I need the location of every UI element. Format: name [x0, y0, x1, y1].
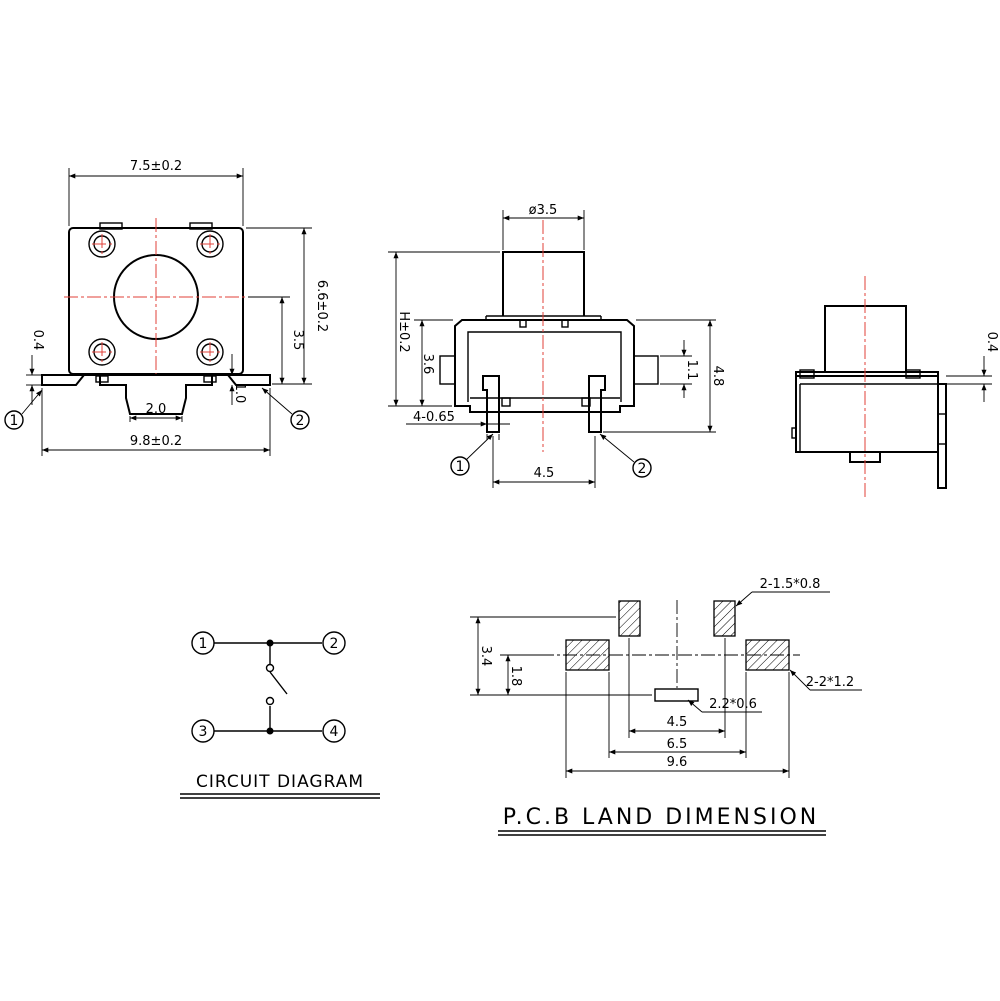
dim-pcb-outer-span: 9.6 — [667, 755, 688, 770]
top-view-base — [41, 374, 271, 415]
top-pin2-circle — [290, 410, 310, 430]
top-pin1-label: 1 — [10, 413, 19, 429]
dim-front-stem-height: 3.6 — [420, 354, 435, 375]
circuit-diagram-title: CIRCUIT DIAGRAM — [196, 772, 364, 792]
front-pin2-label: 2 — [638, 461, 647, 477]
circuit-pin4-circle — [322, 719, 346, 743]
front-view-lead-right — [588, 375, 606, 433]
front-pin1-circle — [450, 456, 470, 476]
dim-front-stem-diameter: ø3.5 — [529, 203, 558, 218]
front-pin1-label: 1 — [456, 459, 465, 475]
front-view-tab-right — [633, 355, 659, 385]
top-view-tab-left — [99, 222, 123, 230]
side-view-outline — [795, 371, 947, 489]
pcb-center-pad — [654, 688, 699, 702]
dim-top-lead-thickness: 0.4 — [30, 330, 45, 351]
dim-front-tab: 1.1 — [684, 360, 699, 381]
circuit-pin1-label: 1 — [199, 636, 208, 652]
dim-pcb-small-pad: 2-1.5*0.8 — [760, 577, 821, 592]
dim-front-pitch: 4.5 — [534, 466, 555, 481]
circuit-pin3-label: 3 — [199, 724, 208, 740]
dim-top-standoff: 1.0 — [232, 383, 247, 404]
dim-pcb-height: 3.4 — [478, 646, 493, 667]
dim-top-overall-width: 9.8±0.2 — [130, 434, 182, 449]
circuit-pin3-circle — [191, 719, 215, 743]
dim-pcb-center-pad: 2.2*0.6 — [709, 697, 757, 712]
dim-front-body-height: 4.8 — [710, 366, 725, 387]
front-pin2-circle — [632, 458, 652, 478]
circuit-pin2-circle — [322, 631, 346, 655]
pcb-small-pad-left — [618, 600, 641, 637]
dim-front-lead-width: 4-0.65 — [413, 410, 455, 425]
switch-contact — [269, 671, 288, 695]
top-view: 7.5±0.2 6.6±0.2 3.5 0.4 1.0 2.0 9.8±0.2 … — [4, 159, 329, 456]
front-view-body — [454, 319, 635, 413]
dim-top-height: 6.6±0.2 — [314, 280, 329, 332]
dim-pcb-offset: 1.8 — [508, 666, 523, 687]
pcb-land: 3.4 1.8 4.5 6.5 9.6 2-1.5*0.8 2-2*1.2 2.… — [470, 577, 862, 836]
top-view-tab-right — [189, 222, 213, 230]
top-pin1-circle — [4, 410, 24, 430]
dim-pcb-large-pad: 2-2*1.2 — [806, 675, 854, 690]
dim-pcb-inner-span: 4.5 — [667, 715, 688, 730]
circuit-pin1-circle — [191, 631, 215, 655]
front-view: ø3.5 H±0.2 3.6 4-0.65 1.1 4.8 4.5 — [388, 203, 725, 488]
side-view: 0.4 — [791, 276, 999, 500]
dim-top-width: 7.5±0.2 — [130, 159, 182, 174]
dim-front-height: H±0.2 — [396, 311, 411, 352]
circuit-pin4-label: 4 — [330, 724, 339, 740]
dim-top-gap: 2.0 — [146, 402, 167, 417]
top-pin2-label: 2 — [296, 413, 305, 429]
pcb-land-title: P.C.B LAND DIMENSION — [503, 805, 819, 830]
side-view-body — [795, 375, 939, 453]
front-view-tab-left — [439, 355, 456, 385]
circuit-diagram: 1 2 3 4 CIRCUIT DIAGRAM — [180, 631, 380, 799]
dim-top-center: 3.5 — [290, 330, 305, 351]
pcb-small-pad-right — [713, 600, 736, 637]
dim-pcb-mid-span: 6.5 — [667, 737, 688, 752]
circuit-pin2-label: 2 — [330, 636, 339, 652]
dim-side-lead-thickness: 0.4 — [984, 332, 999, 353]
front-view-lead-left — [482, 375, 500, 433]
